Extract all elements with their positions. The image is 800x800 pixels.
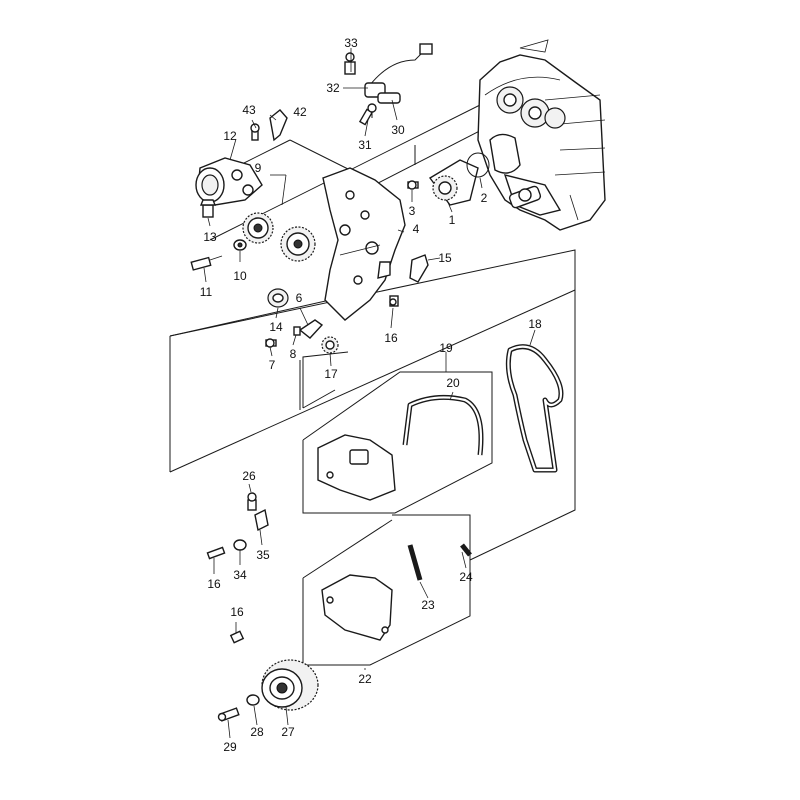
callout-33: 33 (344, 36, 358, 50)
callout-8: 8 (290, 347, 297, 361)
callout-18: 18 (528, 317, 542, 331)
callout-20: 20 (446, 376, 460, 390)
callout-9: 9 (255, 161, 262, 175)
callout-13: 13 (203, 230, 217, 244)
callout-4: 4 (413, 222, 420, 236)
callout-43: 43 (242, 103, 256, 117)
callout-29: 29 (223, 740, 237, 754)
callout-42: 42 (293, 105, 307, 119)
upper-front-cover (317, 394, 484, 501)
callout-30: 30 (391, 123, 405, 137)
tensioner-assembly (195, 109, 288, 218)
lower-front-cover (229, 543, 472, 644)
callout-34: 34 (233, 568, 247, 582)
callout-16-upper: 16 (384, 331, 398, 345)
crank-pulley (217, 659, 319, 722)
engine-block (477, 39, 606, 231)
leader-lines (203, 48, 536, 739)
callout-2: 2 (481, 191, 488, 205)
small-parts-lower (206, 492, 269, 560)
callout-35: 35 (256, 548, 270, 562)
callout-16-lower: 16 (230, 605, 244, 619)
sensor-assembly (344, 43, 433, 126)
water-pump (407, 152, 490, 206)
back-plate (322, 167, 406, 321)
callout-17: 17 (324, 367, 338, 381)
callout-11: 11 (200, 285, 213, 299)
callout-12: 12 (223, 129, 237, 143)
callout-22: 22 (358, 672, 372, 686)
callout-24: 24 (459, 570, 473, 584)
callout-10: 10 (233, 269, 247, 283)
callout-31: 31 (358, 138, 372, 152)
callout-14: 14 (269, 320, 283, 334)
callout-3: 3 (409, 204, 416, 218)
callout-32: 32 (326, 81, 340, 95)
callout-28: 28 (250, 725, 264, 739)
callout-1: 1 (449, 213, 456, 227)
timing-belt (505, 344, 564, 473)
callout-23: 23 (421, 598, 435, 612)
callout-7: 7 (269, 358, 276, 372)
washer-bolt-10-11 (190, 239, 247, 271)
small-parts-upper (265, 254, 429, 354)
callout-16-left: 16 (207, 577, 221, 591)
callout-26: 26 (242, 469, 256, 483)
part-callouts: 33 32 30 31 43 42 12 9 13 10 11 3 1 2 4 … (200, 36, 542, 754)
callout-15: 15 (438, 251, 452, 265)
idler-pulleys (242, 212, 316, 262)
callout-27: 27 (281, 725, 295, 739)
callout-19: 19 (439, 341, 453, 355)
callout-6: 6 (296, 291, 303, 305)
